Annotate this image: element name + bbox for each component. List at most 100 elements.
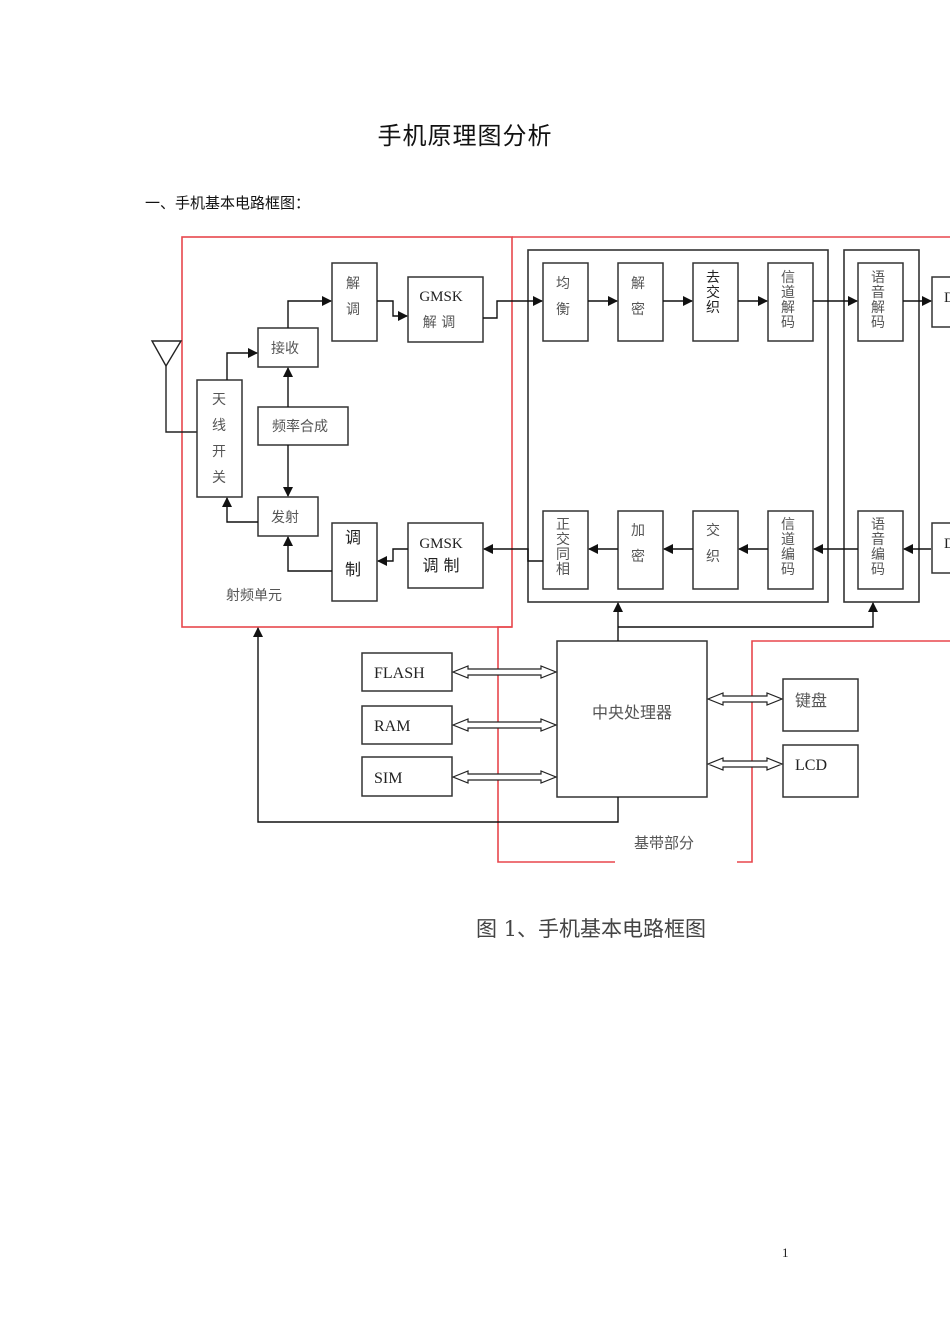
vertical-char: 信: [781, 270, 795, 286]
gmsk-mod-label-1: GMSK: [419, 536, 463, 552]
keypad-block: [782, 678, 859, 732]
decrypt-block: [617, 262, 664, 342]
vertical-char: 道: [781, 285, 795, 301]
gmsk-demod-block: [407, 276, 484, 343]
vertical-char: 去: [706, 270, 720, 286]
cpu-label: 中央处理器: [592, 703, 672, 722]
antenna-switch-label: 天线开关: [212, 392, 226, 486]
gmsk-mod-block: [407, 522, 484, 589]
demod-block: [331, 262, 378, 342]
channel-tx-label-0: 正交同相: [556, 517, 570, 578]
channel-rx-label-0: 均衡: [556, 276, 570, 318]
sim-block: [361, 756, 453, 797]
synthesizer-label: 频率合成: [272, 418, 328, 435]
vertical-char: 正: [556, 517, 570, 533]
vertical-char: 交: [706, 284, 720, 301]
vertical-char: 解: [346, 276, 360, 292]
channel-encode-block: [767, 510, 814, 590]
channel-rx-label-1: 解密: [631, 276, 645, 318]
truncated-block-bottom-label: D: [944, 536, 950, 552]
truncated-block-bottom: [931, 522, 950, 574]
flash-label: FLASH: [374, 665, 425, 682]
vertical-char: 线: [212, 418, 226, 434]
signal-lines: [222, 296, 932, 823]
lcd-bus-arrow: [706, 757, 784, 771]
bus-arrows: [451, 665, 784, 784]
lcd-label: LCD: [795, 757, 827, 774]
vertical-char: 信: [781, 517, 795, 533]
vertical-char: 调: [346, 302, 360, 318]
baseband-label: 基带部分: [634, 834, 694, 852]
vertical-char: 关: [212, 470, 226, 486]
vertical-char: 相: [556, 562, 570, 578]
vertical-char: 编: [781, 547, 795, 563]
channel-decode-block: [767, 262, 814, 342]
vertical-char: 密: [631, 301, 645, 318]
figure-caption: 图 1、手机基本电路框图: [476, 917, 707, 941]
vertical-char: 码: [871, 315, 885, 331]
ram-label: RAM: [374, 718, 410, 735]
vertical-char: 织: [706, 300, 720, 316]
vertical-char: 制: [345, 560, 361, 579]
vertical-char: 语: [871, 517, 885, 533]
vertical-char: 加: [631, 523, 645, 539]
vertical-char: 织: [706, 549, 720, 565]
ram-bus-arrow: [451, 718, 558, 732]
cpu-block: [556, 640, 708, 798]
sim-label: SIM: [374, 770, 402, 787]
vertical-char: 解: [781, 300, 795, 316]
channel-rx-label-2: 去交织: [706, 270, 720, 316]
vertical-char: 码: [781, 562, 795, 578]
rf-unit-label: 射频单元: [226, 588, 282, 604]
page-number: 1: [782, 1245, 789, 1260]
speech-decode-block: [857, 262, 904, 342]
vertical-char: 码: [871, 562, 885, 578]
vertical-char: 码: [781, 315, 795, 331]
channel-tx-label-2: 交织: [706, 522, 720, 565]
flash-block: [361, 652, 453, 692]
keypad-bus-arrow: [706, 692, 784, 706]
vertical-char: 均: [556, 276, 570, 292]
keypad-label: 键盘: [795, 691, 827, 710]
sim-bus-arrow: [451, 770, 558, 784]
gmsk-mod-label-2: 调 制: [422, 556, 459, 575]
vertical-char: 天: [212, 392, 226, 408]
channel-tx-label-1: 加密: [631, 523, 645, 565]
speech-decode-label: 语音解码: [871, 270, 885, 331]
channel-codec-group: [527, 249, 920, 603]
receive-label: 接收: [271, 340, 299, 357]
vertical-char: 解: [871, 300, 885, 316]
iq-block: [542, 510, 589, 590]
channel-tx-label-3: 信道编码: [781, 517, 795, 578]
vertical-char: 调: [345, 528, 361, 547]
gmsk-demod-label-2: 解 调: [423, 315, 455, 331]
vertical-char: 语: [871, 270, 885, 286]
vertical-char: 交: [706, 522, 720, 539]
interleave-block: [692, 510, 739, 590]
speech-encode-block: [857, 510, 904, 590]
speech-encode-label: 语音编码: [871, 517, 885, 578]
vertical-char: 音: [871, 531, 885, 548]
vertical-char: 开: [212, 444, 226, 460]
vertical-char: 编: [871, 547, 885, 563]
vertical-char: 交: [556, 531, 570, 548]
section-heading: 一、手机基本电路框图：: [145, 194, 311, 212]
vertical-char: 道: [781, 532, 795, 548]
vertical-char: 衡: [556, 302, 570, 318]
page-title: 手机原理图分析: [377, 122, 553, 150]
transmit-label: 发射: [271, 510, 299, 526]
vertical-char: 音: [871, 284, 885, 301]
channel-rx-label-3: 信道解码: [781, 270, 795, 331]
baseband-outline: [497, 626, 950, 863]
truncated-block-top: [931, 276, 950, 328]
antenna-switch-block: [196, 379, 243, 498]
vertical-char: 同: [556, 547, 570, 563]
encrypt-block: [617, 510, 664, 590]
mod-block: [331, 522, 378, 602]
mod-label: 调制: [345, 528, 361, 579]
gmsk-demod-label-1: GMSK: [419, 289, 463, 305]
vertical-char: 解: [631, 276, 645, 292]
deinterleave-block: [692, 262, 739, 342]
flash-bus-arrow: [451, 665, 558, 679]
